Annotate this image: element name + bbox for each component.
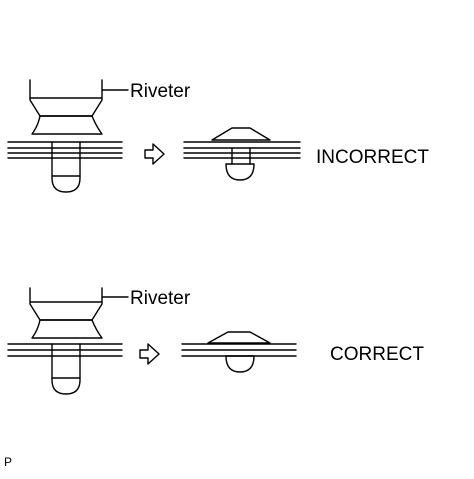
riveter-label: Riveter (130, 81, 191, 102)
result-label: INCORRECT (316, 147, 429, 168)
riveter-label: Riveter (130, 288, 191, 309)
riveter-tool (29, 79, 129, 135)
arrow-icon (144, 143, 165, 165)
figure-code: P (4, 455, 12, 469)
riveted-result (181, 331, 297, 373)
arrow-icon (139, 343, 160, 365)
riveter-tool (29, 287, 129, 339)
result-label: CORRECT (330, 344, 424, 365)
incorrect-row: Riveter INCORRECT (7, 79, 429, 193)
panel-plates-before (7, 141, 123, 159)
panel-plates-before (7, 343, 123, 357)
rivet-before (51, 343, 81, 395)
riveted-result (183, 127, 301, 181)
correct-row: Riveter CORRECT (7, 287, 424, 395)
rivet-before (51, 141, 81, 193)
